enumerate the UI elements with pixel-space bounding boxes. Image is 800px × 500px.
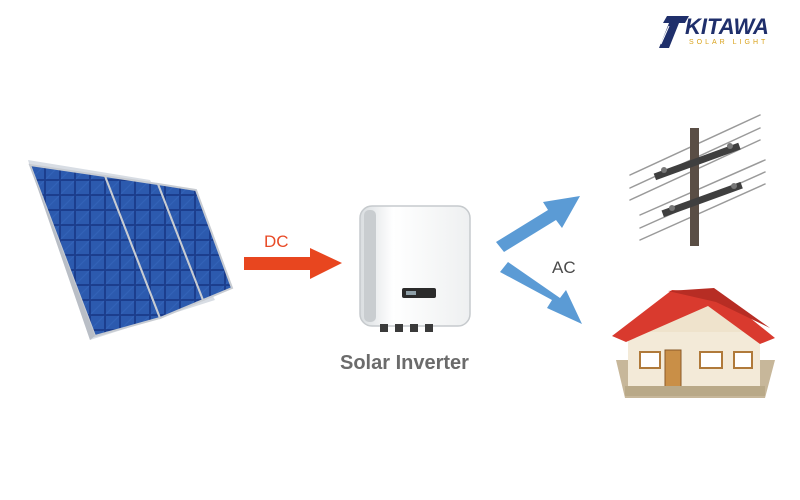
logo-brand: KITAWA	[685, 14, 769, 39]
solar-panel-icon	[28, 160, 234, 340]
inverter-label: Solar Inverter	[340, 352, 469, 374]
inverter-icon	[359, 205, 471, 332]
ac-arrow-up	[496, 196, 580, 252]
dc-label: DC	[264, 232, 289, 251]
dc-arrow	[244, 248, 342, 279]
logo-tagline: SOLAR LIGHT	[689, 39, 769, 46]
ac-label: AC	[552, 258, 576, 277]
ac-arrow-down	[500, 262, 582, 324]
house-icon	[612, 288, 775, 398]
logo: KITAWA SOLAR LIGHT	[655, 14, 785, 54]
power-pole-icon	[629, 114, 766, 246]
kitawa-logo-icon	[659, 16, 689, 48]
